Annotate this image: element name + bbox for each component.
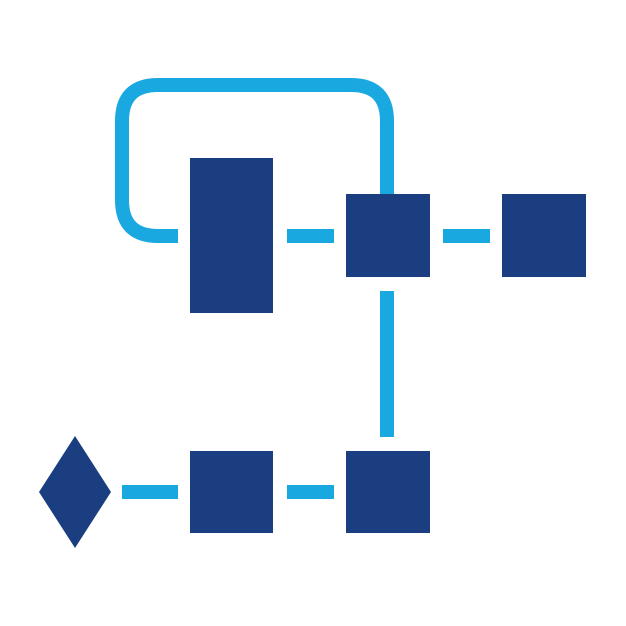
connectors	[115, 78, 490, 499]
loop-connector	[115, 78, 394, 243]
nodes	[39, 158, 586, 548]
bottom-right-process-node	[346, 451, 430, 533]
right-process-node	[502, 194, 586, 277]
bottom-left-process-node	[190, 451, 273, 533]
start-decision-node	[39, 436, 111, 548]
tall-process-node	[190, 158, 273, 313]
center-process-node	[346, 194, 430, 277]
